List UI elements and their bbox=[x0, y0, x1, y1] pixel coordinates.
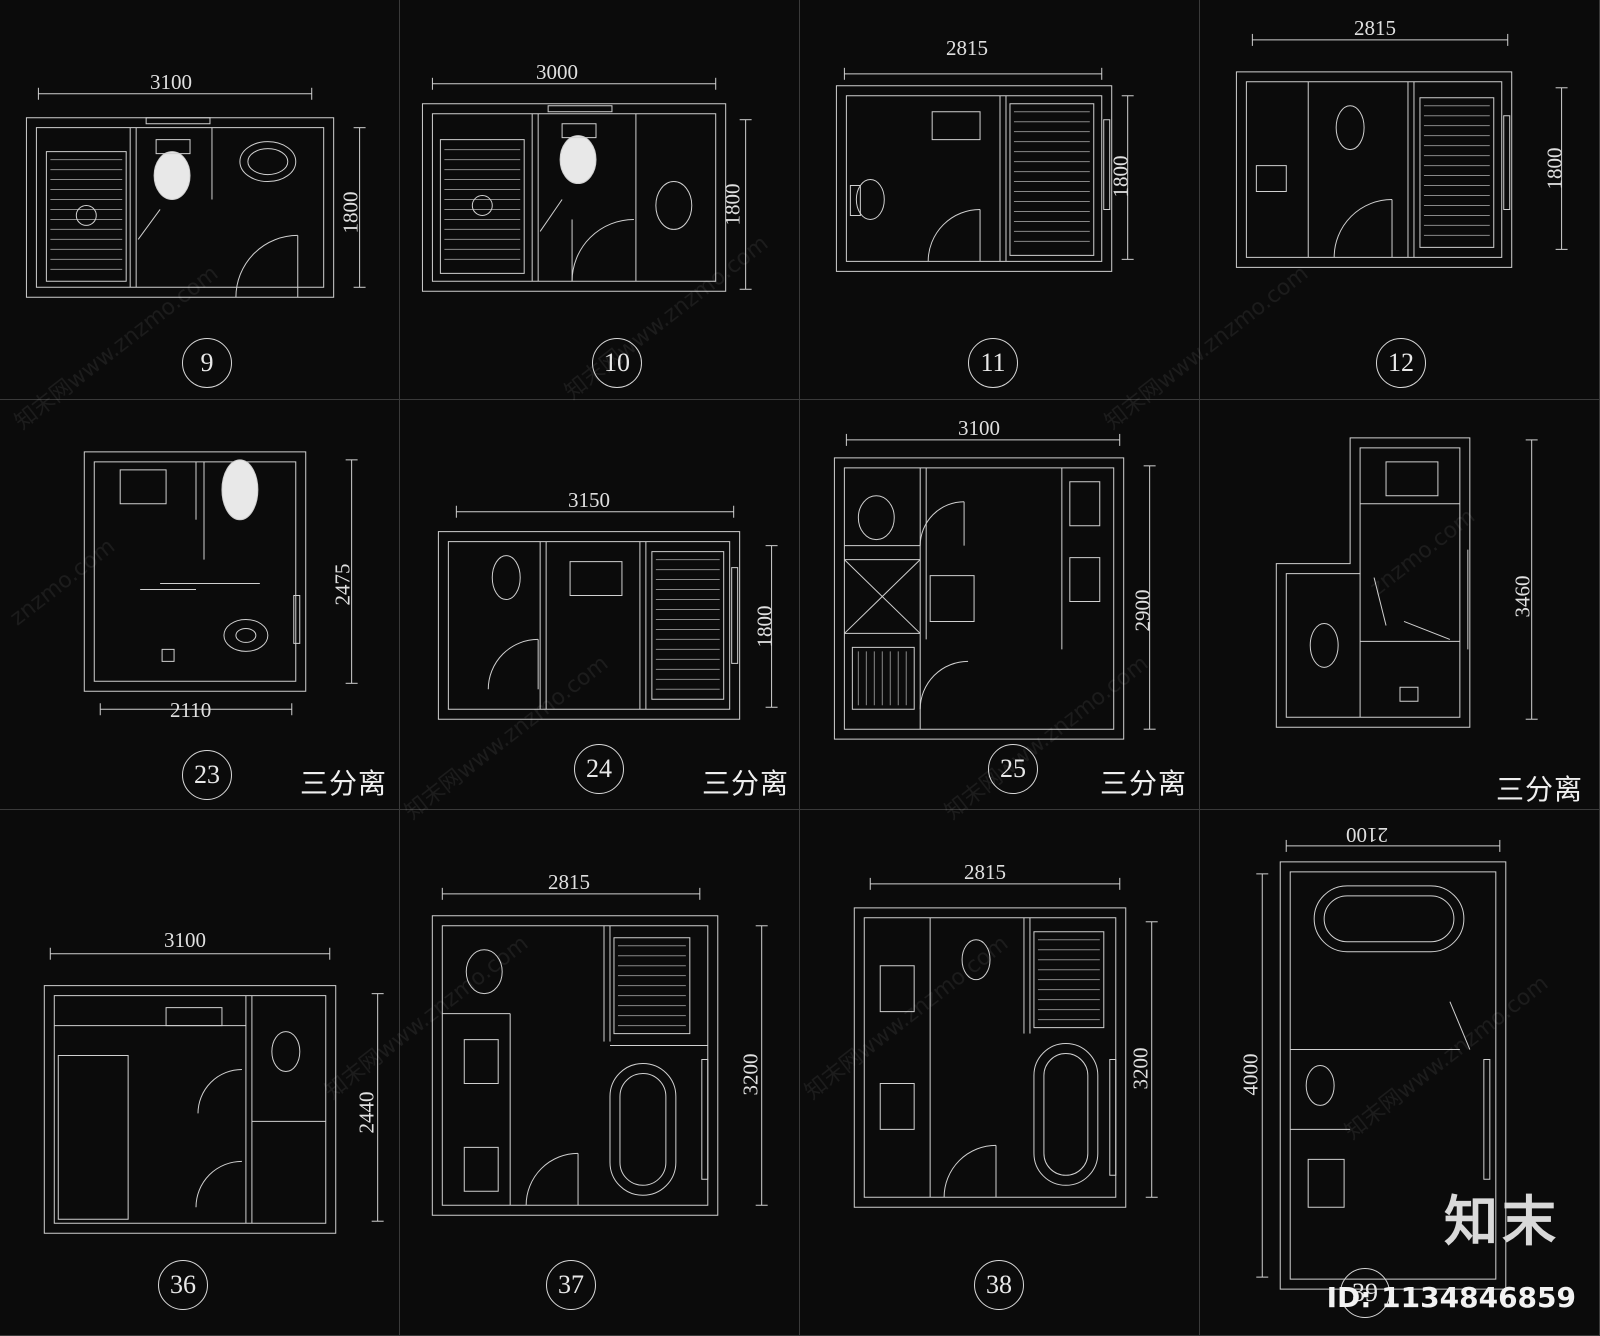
bathroom-plan-10 bbox=[400, 0, 800, 399]
depth-dimension: 3200 bbox=[738, 1053, 763, 1096]
plan-cell-9: 3100 1800 9 bbox=[0, 0, 400, 400]
bathroom-plan-39 bbox=[1200, 810, 1600, 1335]
three-separation-tag: 三分离 bbox=[300, 767, 388, 800]
plan-number-label: 39 bbox=[1340, 1268, 1390, 1318]
plan-cell-10: 3000 1800 10 bbox=[400, 0, 800, 400]
depth-dimension: 4000 bbox=[1238, 1053, 1263, 1096]
plan-cell-24: 3150 1800 24 三分离 bbox=[400, 400, 800, 810]
plan-number-label: 23 bbox=[182, 750, 232, 800]
width-dimension: 3100 bbox=[958, 416, 1000, 440]
plan-number-label: 11 bbox=[968, 338, 1018, 388]
bathroom-plan-38 bbox=[800, 810, 1200, 1335]
width-dimension: 3000 bbox=[536, 60, 578, 84]
bathroom-plan-24 bbox=[400, 400, 800, 809]
depth-dimension: 2440 bbox=[354, 1091, 379, 1134]
bathroom-plan-12 bbox=[1200, 0, 1600, 399]
plan-number-label: 12 bbox=[1376, 338, 1426, 388]
three-separation-tag: 三分离 bbox=[1100, 767, 1188, 800]
bathroom-plan-unnumbered bbox=[1200, 400, 1600, 809]
depth-dimension: 3200 bbox=[1128, 1047, 1153, 1090]
depth-dimension: 3460 bbox=[1510, 575, 1535, 618]
plan-number-label: 24 bbox=[574, 744, 624, 794]
bathroom-plan-11 bbox=[800, 0, 1200, 399]
plan-number-label: 25 bbox=[988, 744, 1038, 794]
depth-dimension: 1800 bbox=[1108, 155, 1133, 198]
width-dimension: 3150 bbox=[568, 488, 610, 512]
width-dimension: 3100 bbox=[164, 928, 206, 952]
width-dimension: 2100 bbox=[1346, 823, 1388, 847]
width-dimension: 3100 bbox=[150, 70, 192, 94]
width-dimension: 2110 bbox=[170, 698, 212, 722]
plan-cell-37: 2815 3200 37 bbox=[400, 810, 800, 1336]
plan-number-label: 38 bbox=[974, 1260, 1024, 1310]
width-dimension: 2815 bbox=[946, 36, 988, 60]
plan-cell-12: 2815 1800 12 bbox=[1200, 0, 1600, 400]
bathroom-plan-9 bbox=[0, 0, 400, 399]
brand-logo: 知末 bbox=[1444, 1190, 1560, 1253]
depth-dimension: 1800 bbox=[720, 183, 745, 226]
plan-number-label: 10 bbox=[592, 338, 642, 388]
plan-cell-25: 3100 2900 25 三分离 bbox=[800, 400, 1200, 810]
bathroom-plan-36 bbox=[0, 810, 400, 1335]
plan-number-label: 9 bbox=[182, 338, 232, 388]
bathroom-plan-25 bbox=[800, 400, 1200, 809]
three-separation-tag: 三分离 bbox=[1496, 773, 1584, 806]
plan-cell-unnumbered: 3460 三分离 bbox=[1200, 400, 1600, 810]
width-dimension: 2815 bbox=[548, 870, 590, 894]
bathroom-plan-37 bbox=[400, 810, 800, 1335]
three-separation-tag: 三分离 bbox=[702, 767, 790, 800]
width-dimension: 2815 bbox=[964, 860, 1006, 884]
depth-dimension: 2900 bbox=[1130, 589, 1155, 632]
bathroom-plan-23 bbox=[0, 400, 400, 809]
plan-cell-39: 2100 4000 39 bbox=[1200, 810, 1600, 1336]
depth-dimension: 1800 bbox=[338, 191, 363, 234]
depth-dimension: 2475 bbox=[330, 563, 355, 606]
plan-cell-36: 3100 2440 36 bbox=[0, 810, 400, 1336]
plan-number-label: 36 bbox=[158, 1260, 208, 1310]
resource-id: ID: 1134846859 bbox=[1326, 1281, 1576, 1314]
plan-cell-38: 2815 3200 38 bbox=[800, 810, 1200, 1336]
depth-dimension: 1800 bbox=[752, 605, 777, 648]
width-dimension: 2815 bbox=[1354, 16, 1396, 40]
plan-cell-11: 2815 1800 11 bbox=[800, 0, 1200, 400]
plan-number-label: 37 bbox=[546, 1260, 596, 1310]
plan-cell-23: 2110 2475 23 三分离 bbox=[0, 400, 400, 810]
depth-dimension: 1800 bbox=[1542, 147, 1567, 190]
